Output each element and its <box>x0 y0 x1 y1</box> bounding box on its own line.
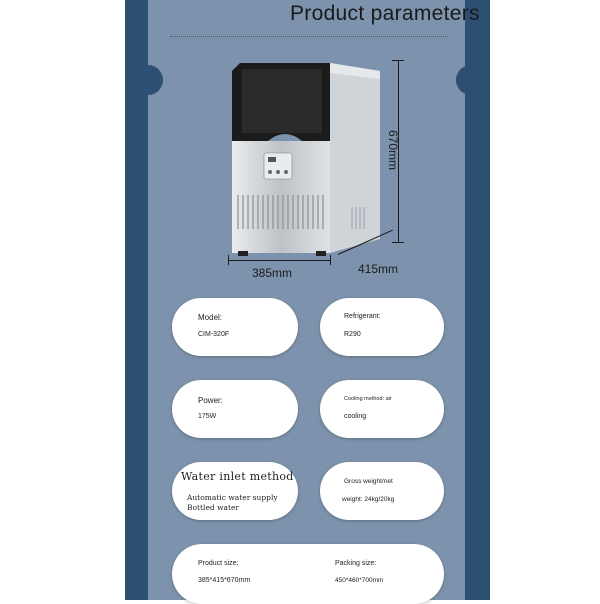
spec-card-power: Power: 175W <box>172 380 298 438</box>
spec-card-model: Model: CIM-320F <box>172 298 298 356</box>
spec-card-sizes: Product size: 385*415*670mm Packing size… <box>172 544 444 604</box>
ice-maker-machine-icon <box>232 63 380 256</box>
cooling-label: Cooling method: air <box>344 396 392 402</box>
width-tick-left <box>228 255 229 265</box>
left-notch <box>133 65 163 95</box>
water-inlet-value-1: Automatic water supply <box>187 493 278 502</box>
height-dimension-line <box>398 60 399 242</box>
cooling-value: cooling <box>344 413 367 420</box>
packing-size-value: 450*460*700mm <box>335 577 384 584</box>
width-tick-right <box>330 255 331 265</box>
height-tick-top <box>392 60 404 61</box>
page-title: Product parameters <box>290 2 480 25</box>
power-label: Power: <box>198 396 223 405</box>
spec-card-weight: Gross weight/net weight: 24kg/20kg <box>320 462 444 520</box>
height-tick-bottom <box>392 242 404 243</box>
model-label: Model: <box>198 313 223 322</box>
spec-card-cooling: Cooling method: air cooling <box>320 380 444 438</box>
water-inlet-label: Water inlet method <box>181 470 294 483</box>
title-divider <box>170 36 448 37</box>
power-value: 175W <box>198 413 217 420</box>
weight-label: Gross weight/net <box>344 478 393 485</box>
spec-card-water-inlet: Water inlet method Automatic water suppl… <box>172 462 298 520</box>
water-inlet-value-2: Bottled water <box>187 503 240 512</box>
weight-value: weight: 24kg/20kg <box>342 496 395 503</box>
right-notch <box>456 65 486 95</box>
refrigerant-value: R290 <box>344 331 361 338</box>
depth-label: 415mm <box>358 262 399 276</box>
product-size-label: Product size: <box>198 560 239 567</box>
product-size-value: 385*415*670mm <box>198 577 251 584</box>
height-label: 670mm <box>386 130 400 171</box>
refrigerant-label: Refrigerant: <box>344 313 381 320</box>
packing-size-label: Packing size: <box>335 560 377 567</box>
width-dimension-line <box>228 260 330 261</box>
width-label: 385mm <box>252 266 293 280</box>
spec-card-refrigerant: Refrigerant: R290 <box>320 298 444 356</box>
model-value: CIM-320F <box>198 331 230 338</box>
